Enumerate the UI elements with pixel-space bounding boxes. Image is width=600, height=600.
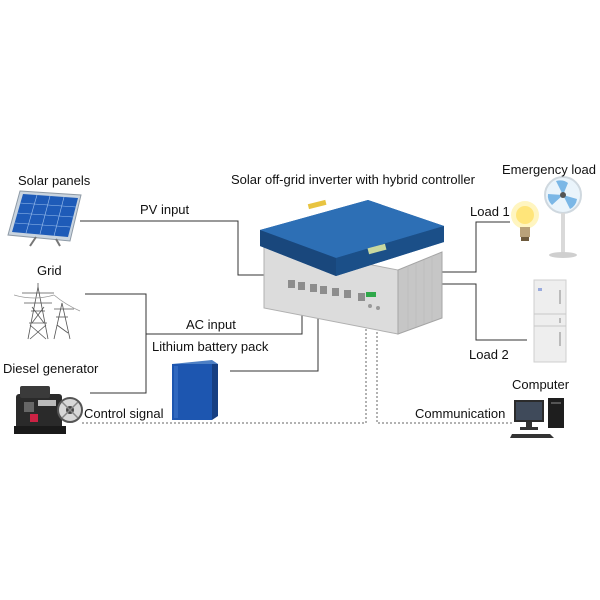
standing-fan-icon (544, 176, 582, 258)
solar-panels-label: Solar panels (18, 173, 91, 188)
refrigerator-icon (533, 279, 567, 363)
light-bulb-icon (511, 201, 539, 241)
solar-panel-icon (7, 190, 82, 247)
desktop-computer-icon (510, 398, 564, 438)
pv-input-label: PV input (140, 202, 190, 217)
battery-pack-label: Lithium battery pack (152, 339, 269, 354)
ac-input-label: AC input (186, 317, 236, 332)
diesel-generator-icon (14, 386, 83, 434)
communication-wire (376, 300, 512, 424)
load2-wire (420, 283, 527, 341)
battery-pack-icon (172, 360, 218, 420)
control-signal-label: Control signal (84, 406, 164, 421)
communication-label: Communication (415, 406, 506, 421)
hybrid-inverter-device (260, 199, 444, 335)
control-signal-wire (82, 300, 367, 424)
grid-wire (85, 293, 147, 334)
pv-input-wire (80, 220, 278, 276)
computer-label: Computer (512, 377, 570, 392)
diesel-generator-label: Diesel generator (3, 361, 99, 376)
emergency-load-label: Emergency load (502, 162, 596, 177)
generator-wire (90, 334, 147, 394)
load2-label: Load 2 (469, 347, 509, 362)
load1-label: Load 1 (470, 204, 510, 219)
inverter-title: Solar off-grid inverter with hybrid cont… (231, 172, 475, 187)
grid-label: Grid (37, 263, 62, 278)
power-tower-icon (14, 283, 81, 340)
